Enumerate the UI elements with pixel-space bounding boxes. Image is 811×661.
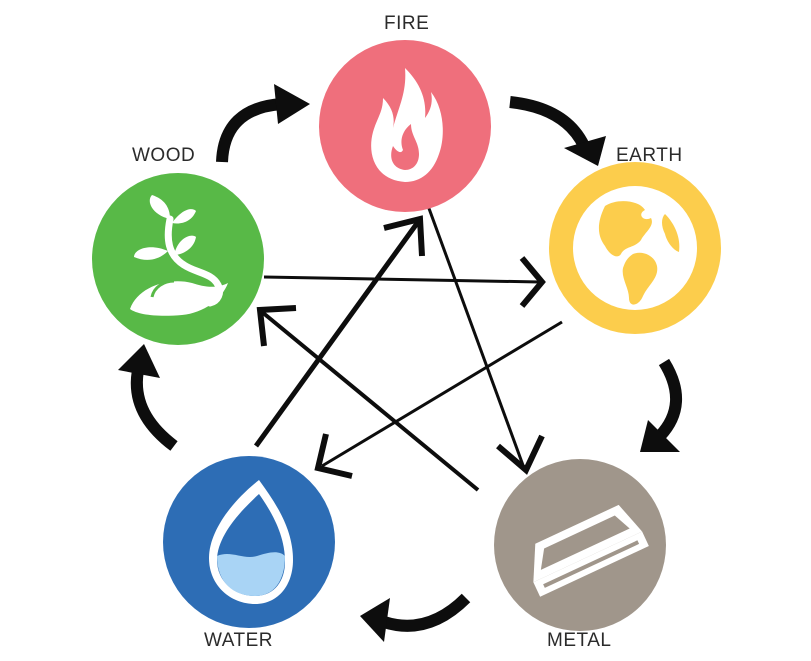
arrow-earth-to-metal (655, 358, 682, 441)
element-water (163, 456, 335, 628)
arrow-wood-to-earth-head (519, 256, 546, 308)
arrow-wood-to-fire (216, 98, 283, 163)
controlling-cycle (253, 202, 563, 492)
arrow-earth-to-water (321, 320, 563, 468)
arrow-metal-to-wood-head (256, 305, 297, 347)
element-wood (92, 173, 264, 345)
water-drop-icon (209, 480, 293, 604)
element-earth (549, 162, 721, 334)
arrow-wood-to-fire-head (274, 84, 310, 124)
arrow-metal-to-water (382, 593, 471, 632)
label-earth: EARTH (616, 145, 683, 166)
arrow-fire-to-earth-head (564, 136, 606, 166)
arrow-water-to-wood-head (118, 344, 160, 378)
metal-ingot-icon (533, 504, 649, 597)
globe-icon (573, 186, 697, 310)
arrow-metal-to-wood (260, 310, 480, 492)
arrow-fire-to-metal (425, 202, 526, 469)
label-water: WATER (204, 630, 273, 651)
generating-cycle (118, 84, 682, 642)
label-wood: WOOD (132, 145, 196, 166)
arrow-metal-to-water-head (360, 598, 390, 642)
arrow-water-to-fire (253, 220, 421, 448)
element-metal (494, 459, 666, 631)
arrow-fire-to-earth (509, 96, 590, 149)
arrow-earth-to-water-head (314, 433, 353, 479)
arrow-earth-to-metal-head (640, 420, 680, 452)
arrow-wood-to-earth (263, 275, 541, 284)
flame-icon (371, 68, 443, 182)
label-fire: FIRE (384, 13, 430, 34)
element-fire (319, 40, 491, 212)
label-metal: METAL (547, 630, 612, 651)
sprout-icon (130, 195, 228, 316)
arrow-fire-to-metal-head (496, 434, 545, 475)
arrow-water-to-fire-head (383, 215, 425, 257)
